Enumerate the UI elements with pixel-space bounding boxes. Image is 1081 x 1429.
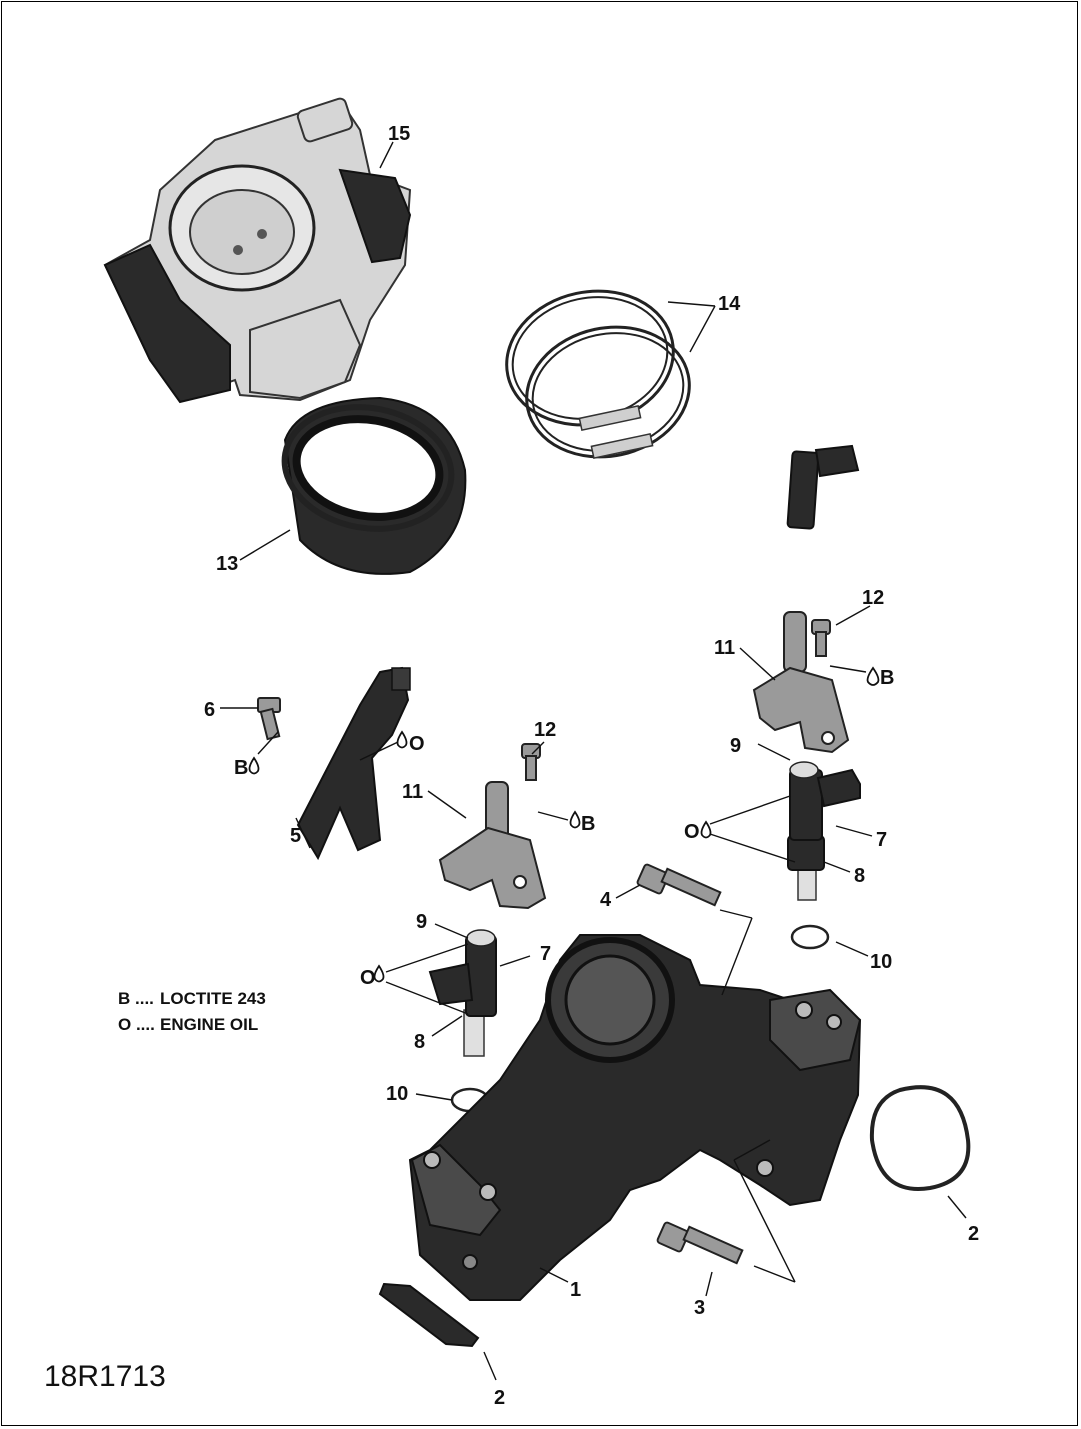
part-2-seal-right — [869, 1085, 971, 1191]
part-10-oring-upper — [790, 924, 830, 950]
part-15-throttle-body — [103, 97, 412, 404]
callout-5: 5 — [290, 825, 301, 847]
callout-2-bottom: 2 — [494, 1387, 505, 1409]
drop-icon — [396, 730, 408, 749]
callout-9-upper: 9 — [730, 735, 741, 757]
callout-7-lower: 7 — [540, 943, 551, 965]
drop-icon — [248, 756, 260, 775]
product-markers: B B O B O O — [234, 666, 894, 989]
part-5-sensor — [296, 666, 411, 861]
marker-b-left: B — [234, 757, 248, 779]
figure-id: 18R1713 — [44, 1360, 166, 1393]
callout-10-upper: 10 — [870, 951, 892, 973]
part-11-fuel-rail-lower — [438, 781, 547, 910]
leader-lines — [220, 141, 967, 1381]
legend-text-o: ENGINE OIL — [160, 1015, 258, 1034]
drop-icon — [700, 820, 712, 839]
callout-1: 1 — [570, 1279, 581, 1301]
part-13-adaptor — [281, 396, 467, 575]
legend-text-b: LOCTITE 243 — [160, 989, 266, 1008]
callout-3: 3 — [694, 1297, 705, 1319]
drop-icon — [569, 810, 581, 829]
callout-4: 4 — [600, 889, 612, 911]
drop-icon — [373, 964, 385, 983]
part-2-seal-bottom — [378, 1282, 480, 1348]
marker-b-upper: B — [880, 667, 894, 689]
part-1-intake-manifold — [408, 934, 862, 1301]
legend-key-b: B .... — [118, 989, 154, 1008]
drop-icon — [866, 666, 880, 686]
callout-2-right: 2 — [968, 1223, 979, 1245]
part-4-screw — [636, 863, 722, 907]
callout-15: 15 — [388, 123, 410, 145]
legend-key-o: O .... — [118, 1015, 155, 1034]
callout-12-lower: 12 — [534, 719, 556, 741]
marker-o-sensor: O — [409, 733, 425, 755]
part-7-injector-lower — [428, 929, 497, 1057]
callout-10-lower: 10 — [386, 1083, 408, 1105]
part-11-fuel-rail-upper — [752, 611, 850, 754]
marker-b-lower: B — [581, 813, 595, 835]
callout-9-lower: 9 — [416, 911, 427, 933]
part-12-screw-lower — [521, 743, 541, 781]
part-3-screw — [656, 1221, 744, 1265]
callout-12-upper: 12 — [862, 587, 884, 609]
part-12-screw-upper — [811, 619, 831, 657]
callout-11-lower: 11 — [402, 781, 423, 803]
callout-7-upper: 7 — [876, 829, 887, 851]
marker-o-upper: O — [684, 821, 700, 843]
callout-8-upper: 8 — [854, 865, 865, 887]
callout-11-upper: 11 — [714, 637, 735, 659]
part-14-clamps — [505, 289, 691, 459]
callout-numbers: 15 14 13 12 11 6 12 9 11 5 7 8 4 9 7 10 … — [204, 123, 979, 1409]
callout-14: 14 — [718, 293, 741, 315]
callout-6: 6 — [204, 699, 215, 721]
marker-o-lower: O — [360, 967, 376, 989]
legend: B .... LOCTITE 243 O .... ENGINE OIL — [118, 989, 266, 1034]
part-7-injector-upper — [786, 444, 861, 901]
callout-8-lower: 8 — [414, 1031, 425, 1053]
callout-13: 13 — [216, 553, 238, 575]
